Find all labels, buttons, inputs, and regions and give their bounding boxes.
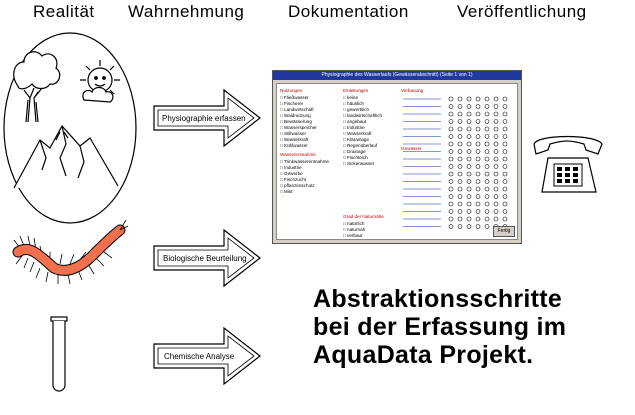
einleitung-item[interactable]: □ keine — [343, 95, 359, 100]
main-title-line2: bei der Erfassung im — [313, 313, 567, 341]
nutzung-item[interactable]: □ Stillwasser — [280, 131, 307, 136]
naturnaehe-item[interactable]: □ verbaut — [343, 233, 363, 238]
arrow-chemisch — [153, 326, 261, 386]
einleitung-item[interactable]: □ Kläranlage — [343, 137, 370, 142]
wasserentnahme-item[interactable]: □ pflanzenschutz — [280, 183, 315, 188]
form-titlebar: Physiographie des Wasserlaufs (Gewässera… — [273, 71, 521, 80]
einleitung-item[interactable]: □ Drainage — [343, 149, 366, 154]
nutzung-item[interactable]: □ Fischerei — [280, 101, 303, 106]
einleitung-item[interactable]: □ häuslich — [343, 101, 364, 106]
arrow-biologisch — [153, 228, 261, 288]
header-wahrnehmung: Wahrnehmung — [128, 2, 245, 21]
nutzung-item[interactable]: □ Waldnutzung — [280, 113, 311, 118]
main-title: Abstraktionsschritte bei der Erfassung i… — [313, 285, 566, 369]
arrow-label-physiographie: Physiographie erfassen — [162, 114, 246, 123]
tree-icon — [13, 51, 61, 123]
landscape-illustration — [3, 32, 137, 224]
col3-heading2: Gewässer — [401, 146, 422, 151]
col1-heading2: Wasserentnahme — [280, 152, 316, 157]
form-body: Nutzungen □ Fließwasser□ Fischerei□ Land… — [276, 83, 518, 240]
einleitung-item[interactable]: □ Sickerwasser — [343, 161, 375, 166]
einleitung-item[interactable]: □ gewerblich — [343, 107, 370, 112]
wasserentnahme-item[interactable]: □ Fischzucht — [280, 177, 307, 182]
nutzung-item[interactable]: □ Wasserspeicher — [280, 125, 317, 130]
einleitung-item[interactable]: □ Regenüberlauf — [343, 143, 378, 148]
col3-heading: Verbauung — [401, 88, 424, 93]
arrow-physiographie — [153, 88, 261, 148]
nutzung-item[interactable]: □ Wasserkraft — [280, 137, 309, 142]
sun-icon — [80, 60, 120, 103]
col1-heading: Nutzungen — [280, 88, 303, 93]
header-veroeffentlichung: Veröffentlichung — [457, 2, 587, 21]
wasserentnahme-item[interactable]: □ Industrie — [280, 165, 302, 170]
col2-heading2: Grad der Naturnähe — [343, 214, 384, 219]
test-tube-icon — [50, 316, 68, 392]
header-realitaet: Realität — [33, 2, 95, 21]
header-dokumentation: Dokumentation — [288, 2, 409, 21]
naturnaehe-item[interactable]: □ naturnah — [343, 227, 366, 232]
centipede-icon — [12, 219, 129, 285]
einleitung-item[interactable]: □ landwirtschaftlich — [343, 113, 383, 118]
einleitung-item[interactable]: □ angebaut — [343, 119, 367, 124]
nutzung-item[interactable]: □ Kühlwasser — [280, 143, 308, 148]
wasserentnahme-item[interactable]: □ Gewerbe — [280, 171, 303, 176]
einleitung-item[interactable]: □ Industrie — [343, 125, 365, 130]
form-window: Physiographie des Wasserlaufs (Gewässera… — [272, 70, 522, 244]
wasserentnahme-item[interactable]: □ Mist — [280, 189, 293, 194]
telephone-icon — [533, 135, 603, 193]
mountain-icon — [13, 124, 119, 189]
rating-grid — [403, 96, 508, 229]
nutzung-item[interactable]: □ Landwirtschaft — [280, 107, 314, 112]
nutzung-item[interactable]: □ Fließwasser — [280, 95, 309, 100]
fertig-button[interactable]: Fertig — [493, 226, 515, 237]
wasserentnahme-item[interactable]: □ Trinkwasserentnahme — [280, 159, 329, 164]
main-title-line3: AquaData Projekt. — [313, 341, 534, 369]
einleitung-item[interactable]: □ Fischteich — [343, 155, 368, 160]
arrow-label-chemisch: Chemische Analyse — [164, 352, 235, 361]
naturnaehe-item[interactable]: □ natürlich — [343, 221, 365, 226]
arrow-label-biologisch: Biologische Beurteilung — [163, 254, 247, 263]
main-title-line1: Abstraktionsschritte — [313, 285, 563, 313]
einleitung-item[interactable]: □ Wasserkraft — [343, 131, 372, 136]
nutzung-item[interactable]: □ Bewässerung — [280, 119, 312, 124]
col2-heading: Einleitungen — [343, 88, 369, 93]
